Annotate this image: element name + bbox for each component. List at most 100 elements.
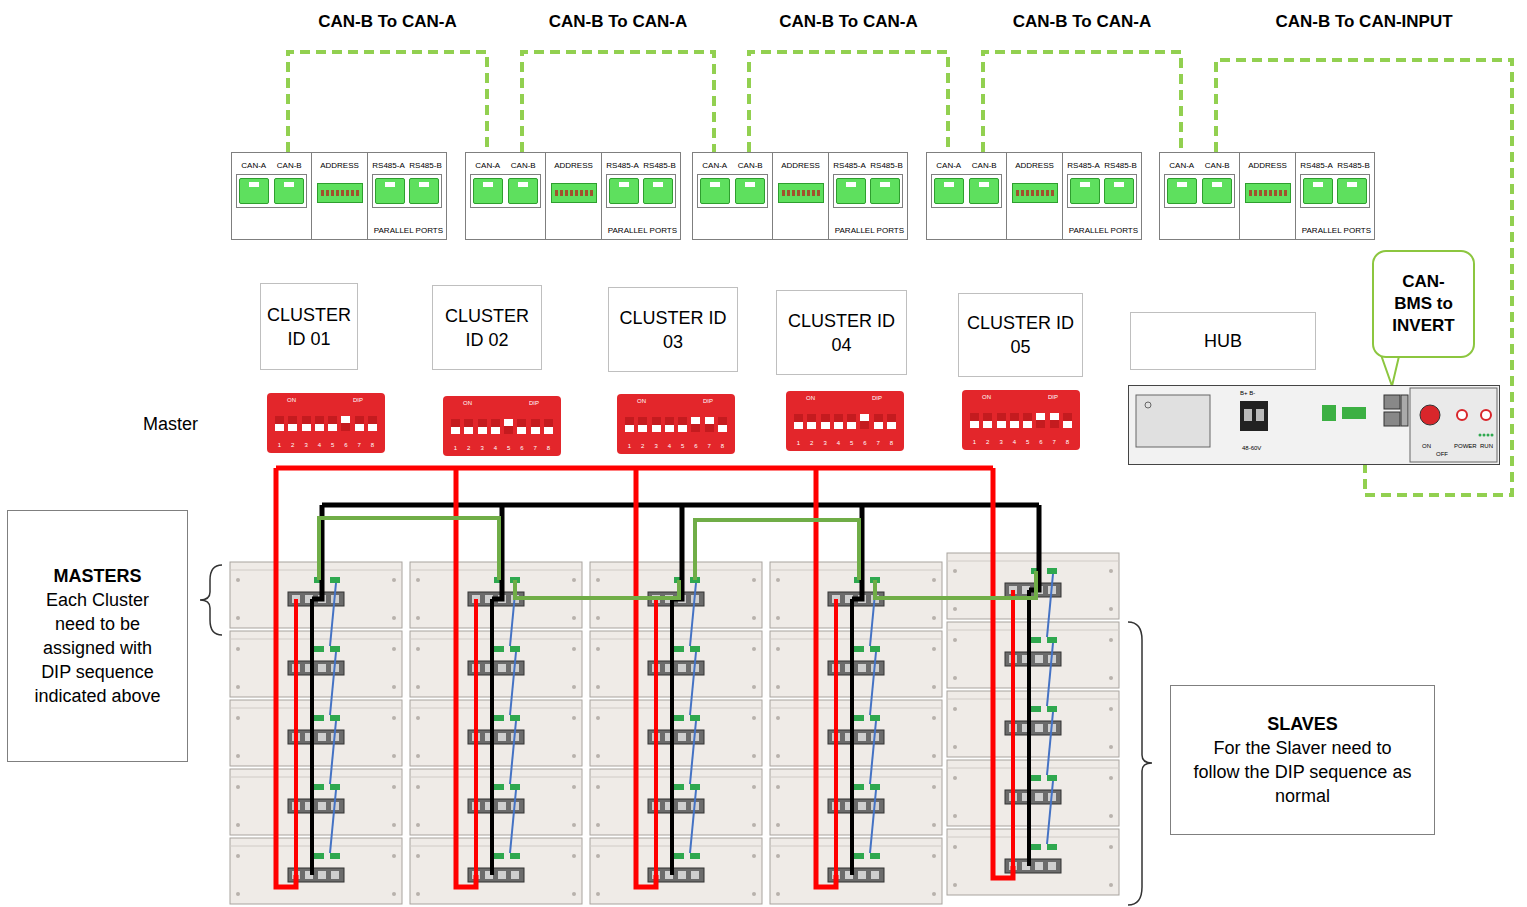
module-screw — [596, 716, 600, 720]
module-screw — [596, 892, 600, 896]
comm-connector — [510, 715, 520, 721]
port-latch — [1177, 182, 1187, 187]
address-pin — [570, 190, 573, 196]
switch-slot — [368, 416, 377, 431]
switch-knob — [807, 422, 816, 429]
comm-link — [510, 652, 516, 715]
port-group-label: PARALLEL PORTS — [368, 226, 446, 236]
address-pin — [817, 190, 820, 196]
terminal-screw — [1035, 724, 1043, 732]
module-screw — [596, 647, 600, 651]
switch-number: 5 — [504, 445, 513, 452]
switch-knob — [1023, 421, 1032, 428]
port-label: CAN-B — [738, 161, 763, 171]
port-label: ADDRESS — [320, 161, 359, 171]
switch-number: 1 — [275, 442, 284, 449]
module-edge — [947, 630, 1119, 631]
address-pin — [1269, 190, 1272, 196]
port-latch — [653, 182, 663, 187]
callout-text: CAN-BMS to INVERT — [1389, 271, 1459, 337]
rj45-port — [473, 178, 503, 204]
module-screw — [236, 716, 240, 720]
switch-number: 2 — [638, 443, 647, 450]
dip-on-label: ON — [287, 397, 296, 404]
port-latch — [1212, 182, 1222, 187]
panel-node: CAN-ACAN-BADDRESSRS485-ARS485-BPARALLEL … — [1159, 152, 1375, 240]
module-screw — [236, 754, 240, 758]
rj45-port — [609, 178, 639, 204]
terminal-screw — [498, 664, 506, 672]
rj45-port — [700, 178, 730, 204]
terminal-screw — [331, 871, 339, 879]
port-labels: RS485-ARS485-B — [829, 161, 907, 171]
module-screw — [416, 685, 420, 689]
terminal-screw — [678, 664, 686, 672]
comm-connector — [674, 715, 684, 721]
black-link — [490, 668, 494, 737]
port-group-label: PARALLEL PORTS — [829, 226, 907, 236]
switch-knob — [691, 417, 700, 424]
switch-slot — [341, 416, 350, 431]
red-cable — [456, 468, 476, 887]
hub-marking: ON — [1422, 443, 1431, 450]
black-link — [310, 668, 314, 737]
switch-slot — [691, 417, 700, 432]
comm-connector — [314, 853, 324, 859]
module-screw — [572, 823, 576, 827]
battery-module — [770, 769, 942, 835]
module-edge — [947, 561, 1119, 562]
module-screw — [776, 854, 780, 858]
battery-module — [590, 700, 762, 766]
black-link — [310, 806, 314, 875]
comm-connector — [854, 646, 864, 652]
module-screw — [392, 785, 396, 789]
red-link — [654, 737, 658, 806]
port-label: CAN-A — [241, 161, 266, 171]
comm-connector — [314, 715, 324, 721]
panel-node: CAN-ACAN-BADDRESSRS485-ARS485-BPARALLEL … — [926, 152, 1142, 240]
address-pin — [812, 190, 815, 196]
address-section: ADDRESS — [773, 153, 829, 239]
module-screw — [752, 892, 756, 896]
terminal-screw — [1244, 409, 1252, 421]
switch-knob — [678, 425, 687, 432]
cid-node: HUB — [1130, 312, 1316, 370]
address-pin — [797, 190, 800, 196]
rs485-section: RS485-ARS485-BPARALLEL PORTS — [1296, 153, 1374, 239]
terminal-screw — [318, 871, 326, 879]
battery-module — [590, 631, 762, 697]
comm-connector — [870, 853, 880, 859]
switch-slot — [847, 414, 856, 429]
rj45-port — [836, 178, 866, 204]
switch-number: 5 — [1023, 439, 1032, 446]
black-link — [490, 806, 494, 875]
switch-number: 5 — [328, 442, 337, 449]
switch-number: 2 — [464, 445, 473, 452]
comm-connector — [494, 853, 504, 859]
switch-slot — [705, 417, 714, 432]
black-link — [310, 599, 314, 668]
module-screw — [392, 616, 396, 620]
terminal-screw — [858, 802, 866, 810]
switch-knob — [517, 427, 526, 434]
cid-node: CLUSTER ID 01 — [260, 283, 358, 370]
battery-module — [230, 562, 402, 628]
port-frame — [931, 174, 1002, 208]
panel-node: CAN-ACAN-BADDRESSRS485-ARS485-BPARALLEL … — [231, 152, 447, 240]
address-pin — [1016, 190, 1019, 196]
hub-cover — [1136, 395, 1210, 447]
hub-led — [1481, 410, 1491, 420]
battery-module — [947, 553, 1119, 619]
black-link — [490, 737, 494, 806]
switch-slot — [517, 419, 526, 434]
switch-knob — [504, 419, 513, 426]
terminal-screw — [678, 802, 686, 810]
module-screw — [1109, 776, 1113, 780]
port-latch — [979, 182, 989, 187]
rj45-port — [969, 178, 999, 204]
switch-knob — [355, 424, 364, 431]
hub-port — [1384, 395, 1400, 409]
switch-slot — [887, 414, 896, 429]
note-body: For the Slaver need to follow the DIP se… — [1189, 736, 1416, 808]
terminal-screw — [498, 733, 506, 741]
